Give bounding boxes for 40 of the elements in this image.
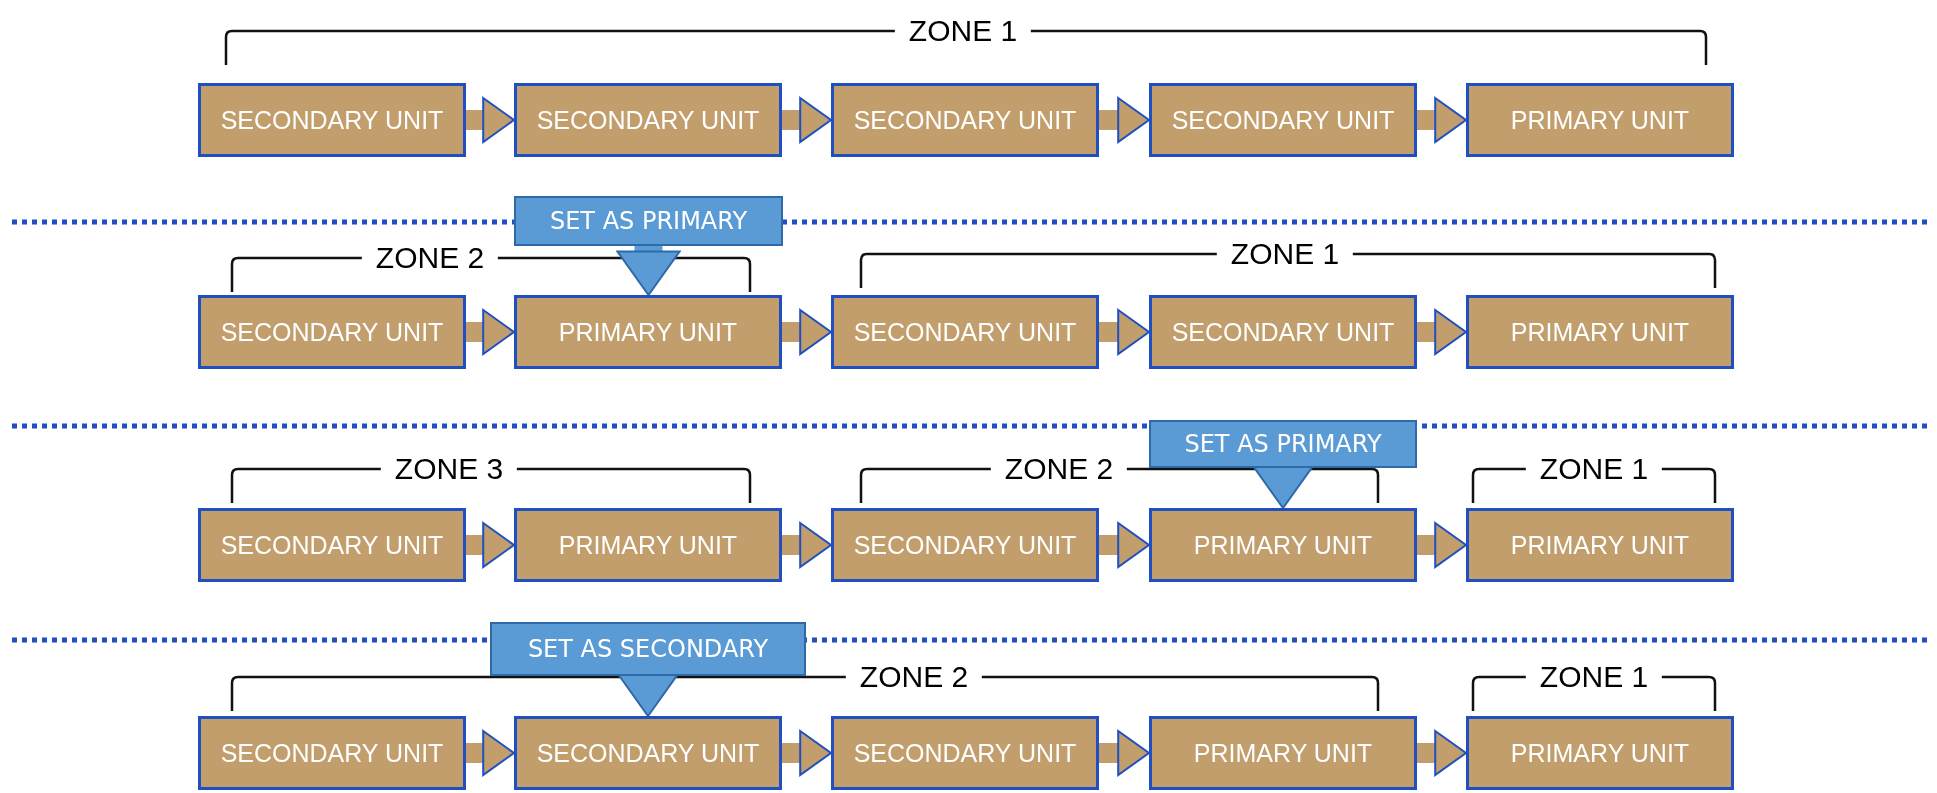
block-arrow <box>782 97 832 143</box>
unit-box: SECONDARY UNIT <box>514 716 782 790</box>
unit-box: SECONDARY UNIT <box>198 716 466 790</box>
block-arrow <box>616 246 681 296</box>
unit-box: SECONDARY UNIT <box>831 716 1099 790</box>
unit-box: PRIMARY UNIT <box>514 508 782 582</box>
unit-box: SECONDARY UNIT <box>831 508 1099 582</box>
unit-box: SECONDARY UNIT <box>831 295 1099 369</box>
block-arrow <box>782 309 832 355</box>
unit-box: PRIMARY UNIT <box>1466 83 1734 157</box>
unit-box: SECONDARY UNIT <box>198 295 466 369</box>
unit-box: PRIMARY UNIT <box>1466 716 1734 790</box>
unit-box: SECONDARY UNIT <box>831 83 1099 157</box>
callout-box: SET AS SECONDARY <box>490 622 806 676</box>
block-arrow <box>466 309 515 355</box>
unit-box: PRIMARY UNIT <box>1466 295 1734 369</box>
block-arrow <box>1417 522 1467 568</box>
callout-box: SET AS PRIMARY <box>514 196 783 246</box>
unit-box: SECONDARY UNIT <box>1149 295 1417 369</box>
block-arrow <box>1417 97 1467 143</box>
unit-box: SECONDARY UNIT <box>1149 83 1417 157</box>
callout-box: SET AS PRIMARY <box>1149 420 1417 468</box>
unit-box: PRIMARY UNIT <box>1466 508 1734 582</box>
block-arrow <box>466 97 515 143</box>
block-arrow <box>1099 309 1150 355</box>
unit-box: SECONDARY UNIT <box>198 508 466 582</box>
block-arrow <box>782 730 832 776</box>
block-arrow <box>782 522 832 568</box>
block-arrow <box>1417 309 1467 355</box>
block-arrow <box>1099 522 1150 568</box>
unit-box: PRIMARY UNIT <box>1149 716 1417 790</box>
block-arrow <box>466 522 515 568</box>
unit-box: PRIMARY UNIT <box>1149 508 1417 582</box>
block-arrow <box>1099 730 1150 776</box>
block-arrow <box>1417 730 1467 776</box>
block-arrow <box>466 730 515 776</box>
block-arrow <box>1099 97 1150 143</box>
unit-box: SECONDARY UNIT <box>198 83 466 157</box>
unit-box: PRIMARY UNIT <box>514 295 782 369</box>
unit-box: SECONDARY UNIT <box>514 83 782 157</box>
